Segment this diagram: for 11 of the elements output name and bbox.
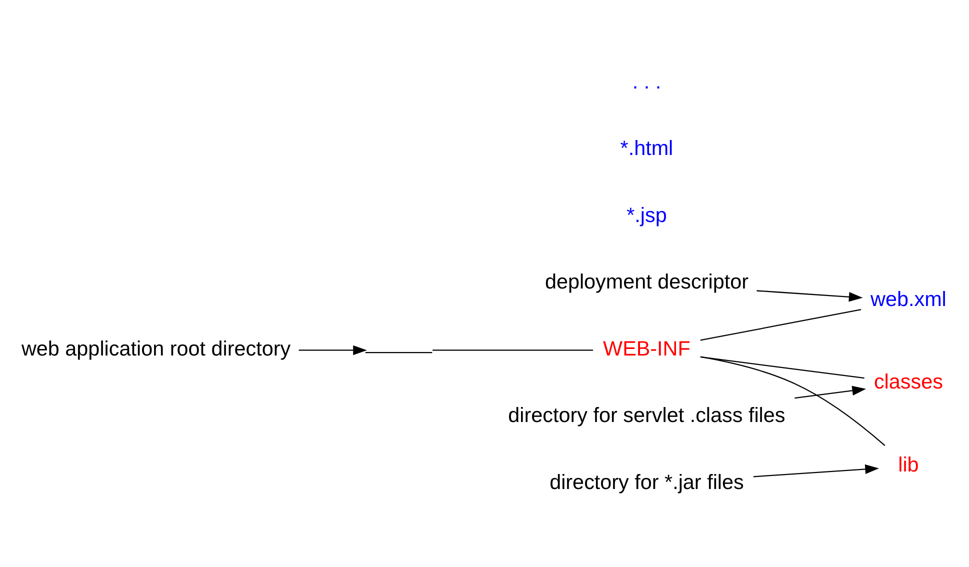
node-text: deployment descriptor bbox=[544, 270, 748, 294]
node-text: web.xml bbox=[870, 288, 946, 311]
node-text: web application root directory bbox=[21, 337, 291, 360]
node-text: directory for servlet .class files bbox=[508, 404, 786, 428]
node-text: directory for *.jar files bbox=[550, 470, 744, 494]
node-text: WEB-INF bbox=[603, 337, 690, 360]
label: *.html bbox=[620, 137, 674, 160]
node-text: classes bbox=[874, 370, 943, 394]
node-text: lib bbox=[898, 453, 919, 476]
label: . . . bbox=[632, 70, 662, 94]
label: *.jsp bbox=[626, 204, 667, 227]
